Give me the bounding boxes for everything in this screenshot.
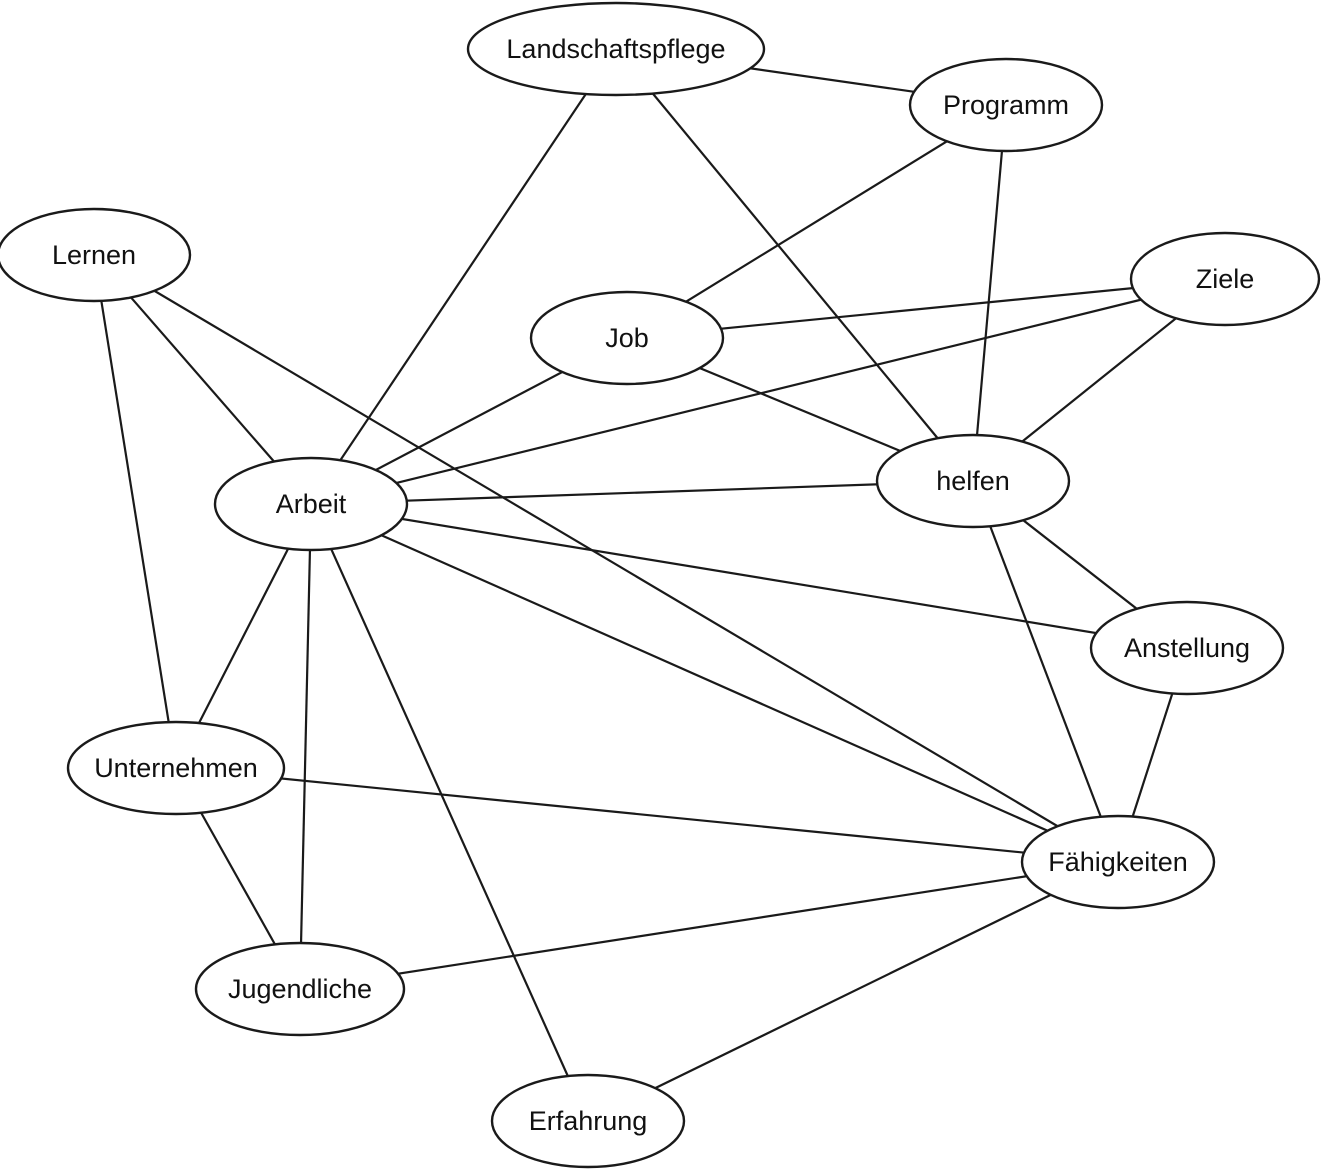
edge-arbeit-anstellung [310, 502, 1188, 650]
node-ellipse-landschaftspflege [466, 1, 766, 97]
node-ellipse-ziele [1129, 231, 1321, 327]
node-arbeit: Arbeit [213, 456, 409, 552]
node-label-erfahrung: Erfahrung [529, 1106, 648, 1136]
edge-erfahrung-faehigkeiten [587, 861, 1119, 1122]
node-label-helfen: helfen [936, 466, 1010, 496]
edge-landschaftspflege-helfen [615, 48, 974, 482]
edge-lernen-faehigkeiten [93, 254, 1119, 863]
node-label-anstellung: Anstellung [1124, 633, 1250, 663]
node-ellipse-jugendliche [194, 941, 406, 1037]
node-helfen: helfen [875, 433, 1071, 529]
node-ellipse-unternehmen [66, 720, 286, 816]
node-ellipse-arbeit [213, 456, 409, 552]
edge-programm-helfen [971, 104, 1008, 482]
node-label-lernen: Lernen [52, 240, 136, 270]
node-anstellung: Anstellung [1089, 600, 1285, 696]
node-label-programm: Programm [943, 90, 1069, 120]
node-ellipse-lernen [0, 207, 192, 303]
edge-ziele-arbeit [310, 277, 1226, 506]
node-job: Job [529, 290, 725, 386]
node-label-jugendliche: Jugendliche [228, 974, 372, 1004]
node-unternehmen: Unternehmen [66, 720, 286, 816]
node-label-unternehmen: Unternehmen [94, 753, 258, 783]
node-ellipse-erfahrung [490, 1073, 686, 1169]
node-label-landschaftspflege: Landschaftspflege [506, 34, 725, 64]
edge-arbeit-jugendliche [298, 503, 313, 990]
node-ellipse-helfen [875, 433, 1071, 529]
node-landschaftspflege: Landschaftspflege [466, 1, 766, 97]
edge-landschaftspflege-arbeit [310, 48, 617, 505]
node-ellipse-faehigkeiten [1020, 814, 1216, 910]
node-ellipse-programm [908, 57, 1104, 153]
node-label-arbeit: Arbeit [276, 489, 347, 519]
node-label-ziele: Ziele [1196, 264, 1255, 294]
edge-arbeit-helfen [310, 479, 974, 506]
edge-lernen-unternehmen [92, 254, 178, 769]
edge-arbeit-faehigkeiten [310, 502, 1119, 864]
node-label-faehigkeiten: Fähigkeiten [1048, 847, 1188, 877]
node-erfahrung: Erfahrung [490, 1073, 686, 1169]
node-ziele: Ziele [1129, 231, 1321, 327]
node-programm: Programm [908, 57, 1104, 153]
edge-unternehmen-faehigkeiten [175, 766, 1119, 864]
node-label-job: Job [605, 323, 649, 353]
node-ellipse-anstellung [1089, 600, 1285, 696]
node-lernen: Lernen [0, 207, 192, 303]
edge-job-ziele [626, 277, 1226, 340]
edge-jugendliche-faehigkeiten [299, 860, 1119, 991]
node-jugendliche: Jugendliche [194, 941, 406, 1037]
edge-helfen-faehigkeiten [971, 480, 1120, 863]
edge-arbeit-erfahrung [309, 503, 590, 1122]
node-ellipse-job [529, 290, 725, 386]
node-faehigkeiten: Fähigkeiten [1020, 814, 1216, 910]
edge-programm-job [626, 104, 1007, 339]
